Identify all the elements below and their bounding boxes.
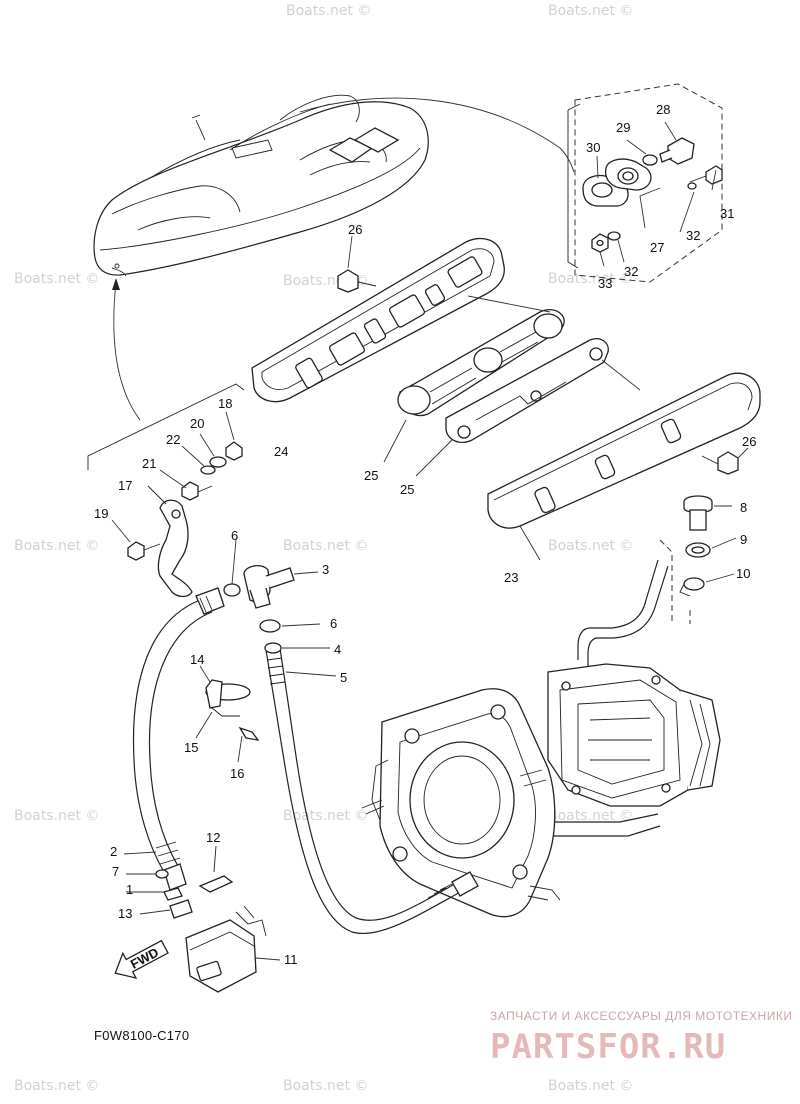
callout-21: 21 xyxy=(142,456,156,471)
diagram-code: F0W8100-C170 xyxy=(94,1028,189,1043)
callout-1: 1 xyxy=(126,882,133,897)
callout-23: 23 xyxy=(504,570,518,585)
watermark: Boats.net © xyxy=(548,538,633,554)
callout-8: 8 xyxy=(740,500,747,515)
callout-7: 7 xyxy=(112,864,119,879)
lower-duct-23 xyxy=(487,372,761,529)
callout-25: 25 xyxy=(364,468,378,483)
callout-4: 4 xyxy=(334,642,341,657)
leader-line xyxy=(415,439,453,477)
fitting-3 xyxy=(223,539,337,677)
callout-26: 26 xyxy=(348,222,362,237)
leader-line xyxy=(383,419,407,463)
watermark: Boats.net © xyxy=(283,808,368,824)
bolts-18-22 xyxy=(87,383,245,561)
callout-32: 32 xyxy=(686,228,700,243)
leader-line xyxy=(113,281,141,421)
watermark: Boats.net © xyxy=(283,1078,368,1094)
duct-rail-25 xyxy=(397,309,565,417)
screw-26-lower xyxy=(701,447,749,475)
watermark: Boats.net © xyxy=(283,538,368,554)
callout-32b: 32 xyxy=(624,264,638,279)
callout-10: 10 xyxy=(736,566,750,581)
hose-4-5 xyxy=(264,642,479,934)
watercraft-illustration xyxy=(93,94,429,277)
clamp-14-15-16 xyxy=(195,665,260,763)
watermark: Boats.net © xyxy=(286,3,371,19)
watermark: Boats.net © xyxy=(14,808,99,824)
bracket-17 xyxy=(147,485,193,598)
callout-24: 24 xyxy=(274,444,288,459)
callout-14: 14 xyxy=(190,652,204,667)
upper-duct-24 xyxy=(251,237,505,403)
callout-19: 19 xyxy=(94,506,108,521)
callout-6: 6 xyxy=(231,528,238,543)
callout-31: 31 xyxy=(720,206,734,221)
leader-line xyxy=(299,97,575,173)
duct-rail-25b xyxy=(445,338,609,443)
callout-13: 13 xyxy=(118,906,132,921)
screw-26-upper xyxy=(337,235,377,293)
callout-3: 3 xyxy=(322,562,329,577)
callout-11: 11 xyxy=(284,952,298,967)
intake-housing xyxy=(361,688,561,918)
callout-28: 28 xyxy=(656,102,670,117)
brand-tagline: ЗАПЧАСТИ И АКСЕССУАРЫ ДЛЯ МОТОТЕХНИКИ xyxy=(490,1009,792,1023)
callout-12: 12 xyxy=(206,830,220,845)
callout-29: 29 xyxy=(616,120,630,135)
leader-line xyxy=(519,525,541,561)
plug-assembly xyxy=(659,495,737,624)
callout-30: 30 xyxy=(586,140,600,155)
brand-name: PARTSFOR.RU xyxy=(490,1027,726,1067)
fwd-arrow: FWD xyxy=(114,939,169,979)
callout-20: 20 xyxy=(190,416,204,431)
callout-17: 17 xyxy=(118,478,132,493)
watermark: Boats.net © xyxy=(548,1078,633,1094)
callout-2: 2 xyxy=(110,844,117,859)
callout-16: 16 xyxy=(230,766,244,781)
leader-line xyxy=(467,295,641,391)
drain-plug-detail xyxy=(567,83,723,283)
sensor-assembly xyxy=(123,845,281,993)
hose-2 xyxy=(132,587,225,891)
callout-27: 27 xyxy=(650,240,664,255)
fwd-label: FWD xyxy=(128,945,161,972)
callout-18: 18 xyxy=(218,396,232,411)
watermark: Boats.net © xyxy=(548,271,633,287)
callout-22: 22 xyxy=(166,432,180,447)
callout-labels: 1 2 3 4 5 6 6 7 8 9 10 11 12 13 14 15 16… xyxy=(94,102,756,967)
watermark: Boats.net © xyxy=(14,271,99,287)
jet-pump-housing xyxy=(547,663,721,807)
callout-15: 15 xyxy=(184,740,198,755)
callout-5: 5 xyxy=(340,670,347,685)
callout-9: 9 xyxy=(740,532,747,547)
callout-26b: 26 xyxy=(742,434,756,449)
detail-box-outline xyxy=(574,83,723,283)
callout-6b: 6 xyxy=(330,616,337,631)
cooling-pipe xyxy=(577,559,669,668)
watermark-layer: Boats.net © Boats.net © Boats.net © Boat… xyxy=(14,3,633,1094)
brand-logo: ЗАПЧАСТИ И АКСЕССУАРЫ ДЛЯ МОТОТЕХНИКИ PA… xyxy=(490,1009,792,1067)
watermark: Boats.net © xyxy=(548,3,633,19)
callout-33: 33 xyxy=(598,276,612,291)
arrowhead xyxy=(112,278,120,290)
callout-25b: 25 xyxy=(400,482,414,497)
watermark: Boats.net © xyxy=(14,1078,99,1094)
watermark: Boats.net © xyxy=(14,538,99,554)
watermark: Boats.net © xyxy=(548,808,633,824)
